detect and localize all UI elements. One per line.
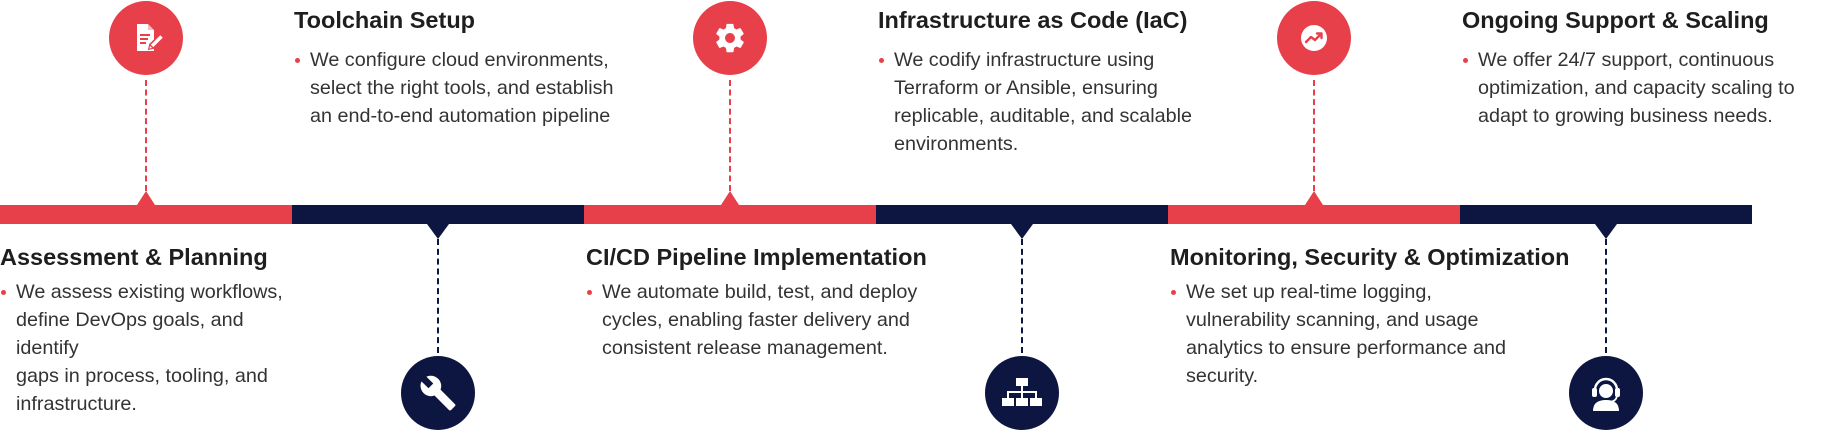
step-6: Ongoing Support & Scaling We offer 24/7 … [1462,6,1827,130]
timeline-segment-4 [876,205,1168,224]
step-3-icon-circle [693,1,767,75]
headset-support-icon [1586,373,1626,413]
step-3-title: CI/CD Pipeline Implementation [586,244,927,270]
step-1-description: We assess existing workflows, define Dev… [0,278,300,418]
step-4: Infrastructure as Code (IaC) We codify i… [878,6,1218,158]
step-5-description: We set up real-time logging, vulnerabili… [1170,278,1590,390]
step-5-bullet: We set up real-time logging, vulnerabili… [1170,278,1590,390]
connector-line-5 [1313,80,1315,191]
step-3: CI/CD Pipeline Implementation We automat… [586,243,946,362]
step-4-description: We codify infrastructure using Terraform… [878,46,1218,158]
step-2-icon-circle [401,356,475,430]
step-6-title: Ongoing Support & Scaling [1462,7,1769,33]
connector-arrow-1 [137,191,155,205]
trend-up-icon [1299,23,1329,53]
step-3-bullet: We automate build, test, and deploy cycl… [586,278,946,362]
step-5-title: Monitoring, Security & Optimization [1170,244,1570,270]
sitemap-icon [1002,376,1042,410]
connector-line-2 [437,239,439,353]
step-2: Toolchain Setup We configure cloud envir… [294,6,644,130]
step-1-title: Assessment & Planning [0,244,268,270]
gear-icon [713,21,747,55]
connector-arrow-2 [427,224,449,239]
step-2-title: Toolchain Setup [294,7,476,33]
timeline-segment-3 [584,205,876,224]
connector-arrow-5 [1305,191,1323,205]
step-2-description: We configure cloud environments, select … [294,46,644,130]
step-3-description: We automate build, test, and deploy cycl… [586,278,946,362]
connector-line-6 [1605,239,1607,353]
step-5-icon-circle [1277,1,1351,75]
step-6-icon-circle [1569,356,1643,430]
step-4-bullet: We codify infrastructure using Terraform… [878,46,1218,158]
connector-line-3 [729,80,731,191]
step-6-description: We offer 24/7 support, continuous optimi… [1462,46,1827,130]
timeline-segment-5 [1168,205,1460,224]
step-1: Assessment & Planning We assess existing… [0,243,300,418]
step-4-icon-circle [985,356,1059,430]
step-1-bullet: We assess existing workflows, define Dev… [0,278,300,418]
step-1-icon-circle [109,1,183,75]
document-edit-icon [128,20,164,56]
wrench-icon [419,374,457,412]
connector-line-1 [145,80,147,191]
timeline-segment-2 [292,205,584,224]
step-6-bullet: We offer 24/7 support, continuous optimi… [1462,46,1827,130]
timeline-segment-1 [0,205,292,224]
timeline-segment-6 [1460,205,1752,224]
connector-arrow-3 [721,191,739,205]
connector-arrow-6 [1595,224,1617,239]
step-2-bullet: We configure cloud environments, select … [294,46,644,130]
step-5: Monitoring, Security & Optimization We s… [1170,243,1590,390]
connector-line-4 [1021,239,1023,353]
connector-arrow-4 [1011,224,1033,239]
step-4-title: Infrastructure as Code (IaC) [878,7,1188,33]
